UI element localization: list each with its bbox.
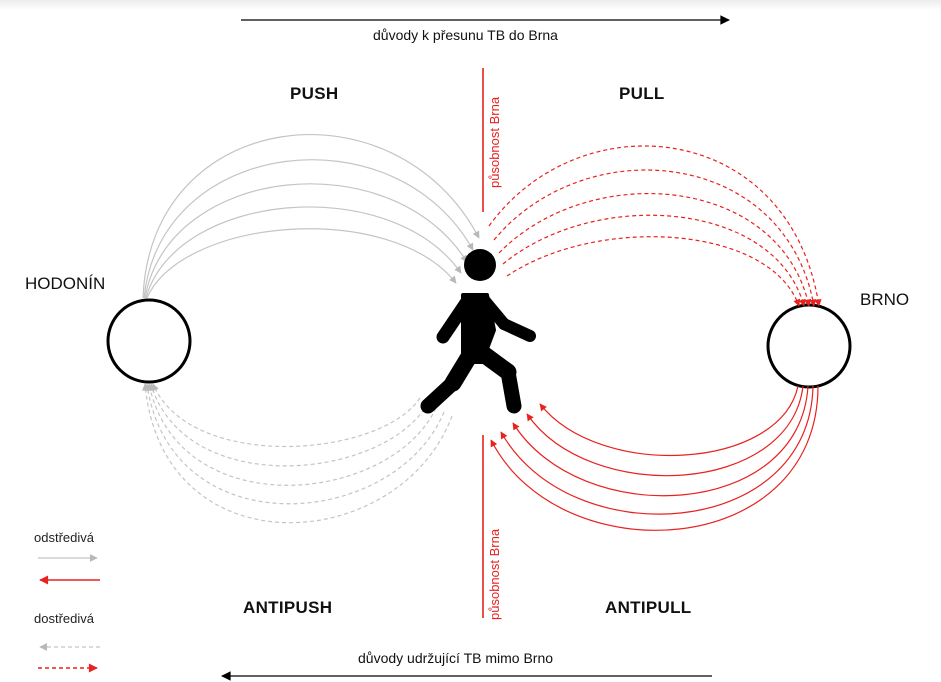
pull-arrows xyxy=(488,145,822,307)
bottom-caption: důvody udržující TB mimo Brno xyxy=(358,650,554,666)
antipush-arrows xyxy=(142,383,453,524)
boundary-label-top: působnost Brna xyxy=(487,96,502,188)
legend-centrifugal-label: odstředivá xyxy=(34,530,94,545)
antipush-label: ANTIPUSH xyxy=(243,598,333,617)
push-arrows xyxy=(142,133,480,299)
antipull-label: ANTIPULL xyxy=(605,598,692,617)
hodonin-label: HODONÍN xyxy=(25,274,106,293)
antipull-arrows xyxy=(490,385,819,531)
legend-centripetal-label: dostředivá xyxy=(34,611,94,626)
walking-person-icon xyxy=(420,249,536,414)
top-band xyxy=(0,0,941,10)
brno-circle-icon xyxy=(766,303,852,389)
boundary-label-bottom: působnost Brna xyxy=(487,528,502,620)
pull-label: PULL xyxy=(619,84,665,103)
hodonin-circle-icon xyxy=(106,298,192,384)
push-label: PUSH xyxy=(290,84,339,103)
brno-label: BRNO xyxy=(860,290,910,309)
top-caption: důvody k přesunu TB do Brna xyxy=(373,27,558,43)
